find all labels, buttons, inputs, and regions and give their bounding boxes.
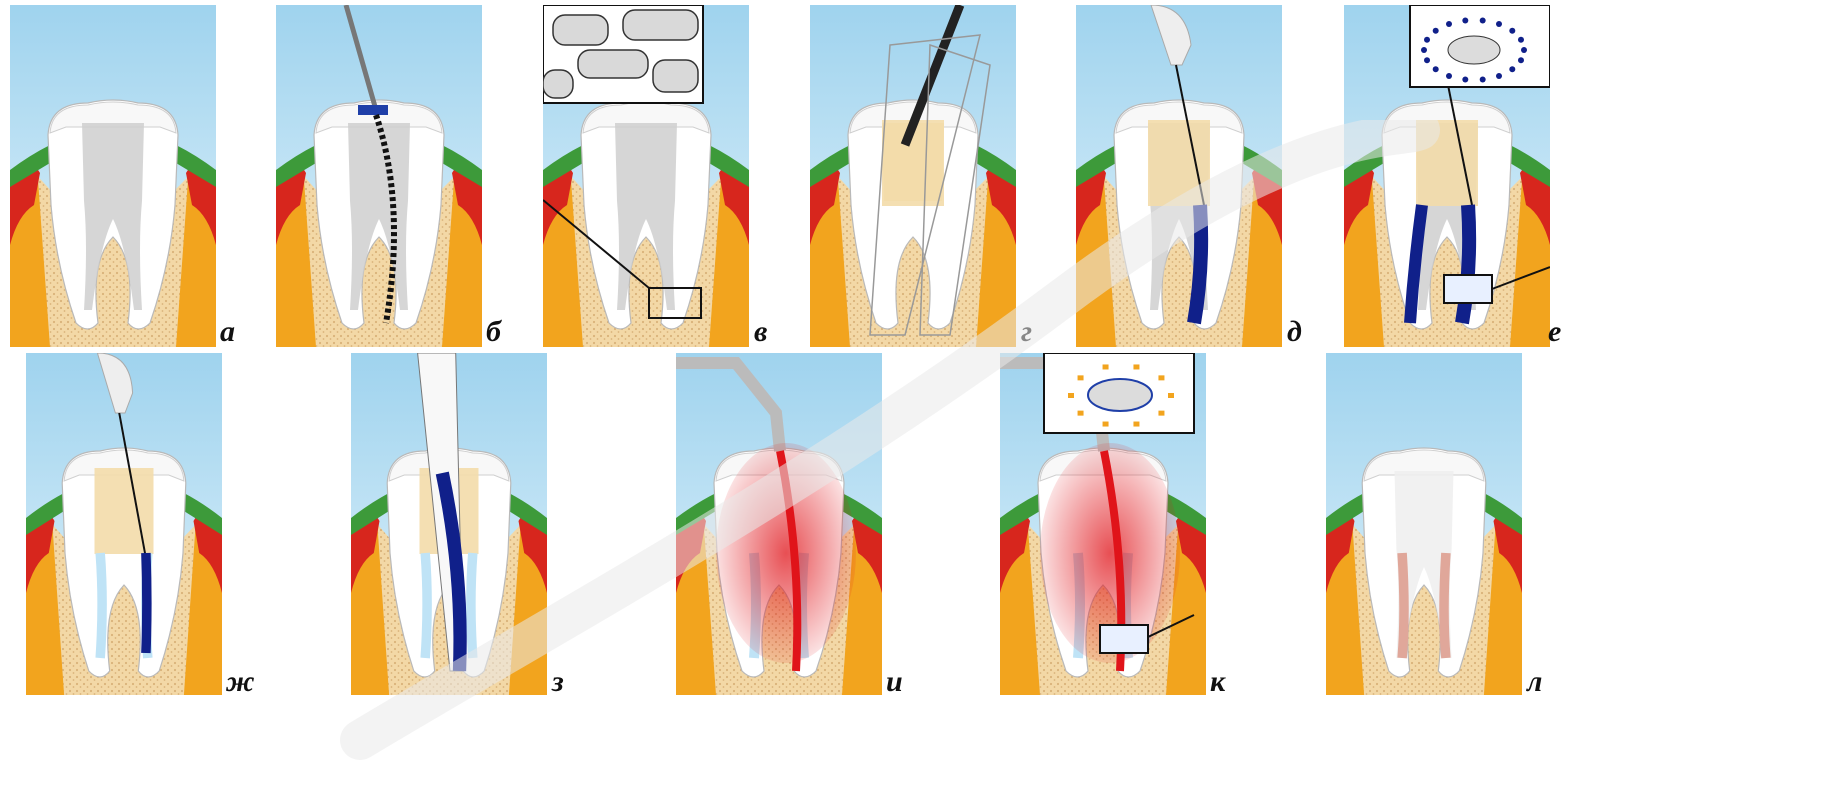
panel-z <box>351 353 547 695</box>
tooth-illustration <box>10 5 216 347</box>
tooth-illustration <box>543 5 749 347</box>
label-v: в <box>754 317 767 347</box>
tooth-illustration <box>26 353 222 695</box>
tooth-illustration <box>1326 353 1522 695</box>
label-k: к <box>1210 667 1225 697</box>
label-i: и <box>886 667 903 697</box>
panel-d <box>1076 5 1282 347</box>
panel-e <box>1344 5 1550 347</box>
tooth-illustration <box>1344 5 1550 347</box>
label-l: л <box>1527 667 1542 697</box>
panel-g <box>810 5 1016 347</box>
panel-l <box>1326 353 1522 695</box>
label-z: з <box>552 667 564 697</box>
tooth-illustration <box>810 5 1016 347</box>
panel-b <box>276 5 482 347</box>
label-d: д <box>1287 317 1302 347</box>
panel-a <box>10 5 216 347</box>
panel-v <box>543 5 749 347</box>
tooth-illustration <box>1000 353 1206 695</box>
label-b: б <box>486 317 501 347</box>
tooth-illustration <box>676 353 882 695</box>
panel-k <box>1000 353 1206 695</box>
label-zh: ж <box>226 667 255 697</box>
label-g: г <box>1021 317 1032 347</box>
panel-i <box>676 353 882 695</box>
label-a: а <box>220 317 235 347</box>
tooth-illustration <box>276 5 482 347</box>
tooth-illustration <box>1076 5 1282 347</box>
label-e: е <box>1548 317 1561 347</box>
tooth-illustration <box>351 353 547 695</box>
panel-zh <box>26 353 222 695</box>
